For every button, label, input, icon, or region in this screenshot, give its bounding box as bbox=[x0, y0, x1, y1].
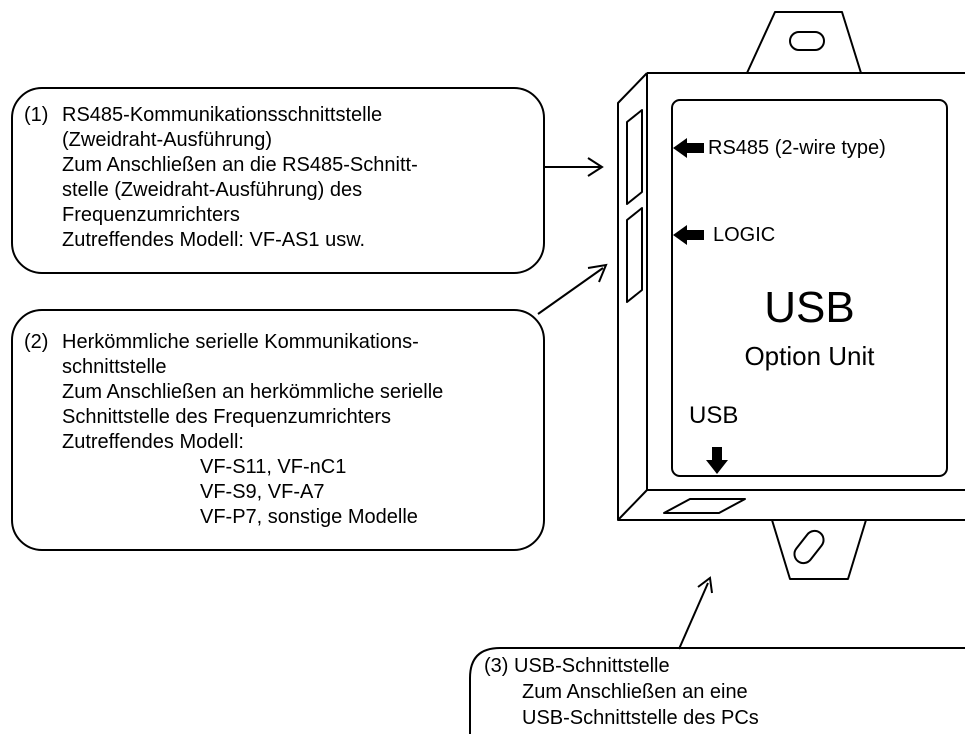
arrowhead-3 bbox=[697, 576, 713, 594]
bottom-mounting-tab bbox=[771, 519, 867, 580]
callout-1-line-3: Zum Anschließen an die RS485-Schnitt- bbox=[62, 154, 418, 176]
leader-line-2 bbox=[537, 267, 604, 315]
usb-port-label: USB bbox=[689, 402, 739, 429]
callout-1-line-1: RS485-Kommunikationsschnittstelle bbox=[62, 104, 383, 126]
callout-2-line-5: Zutreffendes Modell: bbox=[62, 431, 244, 453]
callout-3-line-3: USB-Schnittstelle des PCs bbox=[522, 707, 759, 729]
callout-2-line-4: Schnittstelle des Frequenzumrichters bbox=[62, 406, 392, 428]
callout-1-line-4: stelle (Zweidraht-Ausführung) des bbox=[62, 179, 363, 201]
usb-port bbox=[663, 498, 746, 514]
callout-2-line-1: Herkömmliche serielle Kommunikations- bbox=[62, 331, 419, 353]
callout-number-1: (1) bbox=[24, 104, 49, 126]
callout-2-model-3: VF-P7, sonstige Modelle bbox=[200, 506, 418, 528]
callout-1-line-5: Frequenzumrichters bbox=[62, 204, 240, 226]
callout-2-line-3: Zum Anschließen an herkömmliche serielle bbox=[62, 381, 444, 403]
top-mounting-hole bbox=[789, 31, 825, 51]
device-subtitle: Option Unit bbox=[744, 341, 875, 371]
rs485-port-label: RS485 (2-wire type) bbox=[708, 137, 886, 159]
logic-indicator-arrow-icon bbox=[673, 225, 704, 245]
rs485-port bbox=[626, 109, 643, 205]
callout-2-model-2: VF-S9, VF-A7 bbox=[200, 481, 325, 503]
callout-1-line-6: Zutreffendes Modell: VF-AS1 usw. bbox=[62, 229, 366, 251]
callout-1-line-2: (Zweidraht-Ausführung) bbox=[62, 129, 273, 151]
logic-port bbox=[626, 207, 643, 303]
top-mounting-tab bbox=[746, 11, 862, 74]
logic-port-label: LOGIC bbox=[713, 224, 776, 246]
leader-line-3 bbox=[678, 582, 709, 650]
device-label-panel bbox=[671, 99, 948, 477]
usb-indicator-arrow-icon bbox=[706, 447, 728, 474]
callout-3-line-1: USB-Schnittstelle bbox=[514, 655, 670, 677]
callout-box-3 bbox=[469, 647, 965, 734]
callout-2-model-1: VF-S11, VF-nC1 bbox=[200, 456, 347, 478]
callout-number-2: (2) bbox=[24, 331, 49, 353]
arrowhead-1 bbox=[587, 157, 604, 177]
callout-2-line-2: schnittstelle bbox=[62, 356, 167, 378]
device-left-face bbox=[617, 72, 648, 521]
callout-box-2 bbox=[11, 309, 545, 551]
bottom-mounting-hole bbox=[793, 529, 825, 565]
arrowhead-2 bbox=[587, 263, 608, 283]
rs485-indicator-arrow-icon bbox=[673, 138, 704, 158]
device-front-face bbox=[646, 72, 965, 491]
callout-box-1 bbox=[11, 87, 545, 274]
callout-3-line-2: Zum Anschließen an eine bbox=[522, 681, 748, 703]
device-title: USB bbox=[764, 283, 855, 332]
callout-number-3: (3) bbox=[484, 655, 509, 677]
